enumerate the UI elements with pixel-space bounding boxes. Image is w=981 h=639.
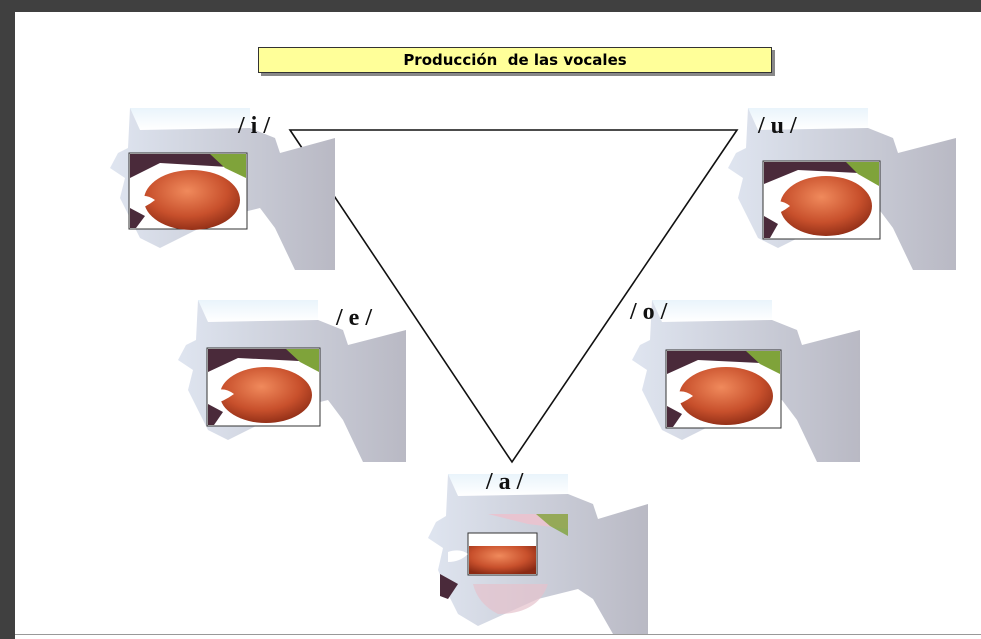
page-title: Producción de las vocales <box>258 47 772 73</box>
vowel-label-u: / u / <box>758 113 797 139</box>
head-diagram-o <box>632 300 860 462</box>
vowel-label-e: / e / <box>336 305 372 331</box>
window-frame-top <box>0 0 981 12</box>
head-diagram-a <box>428 474 648 634</box>
window-frame-left <box>0 0 15 639</box>
vowel-label-o: / o / <box>630 299 668 325</box>
page-bottom-edge <box>15 634 981 635</box>
head-diagram-i <box>110 108 335 270</box>
head-diagram-u <box>728 108 956 270</box>
head-diagram-e <box>178 300 406 462</box>
vowel-label-i: / i / <box>238 113 271 139</box>
vowel-label-a: / a / <box>486 469 524 495</box>
